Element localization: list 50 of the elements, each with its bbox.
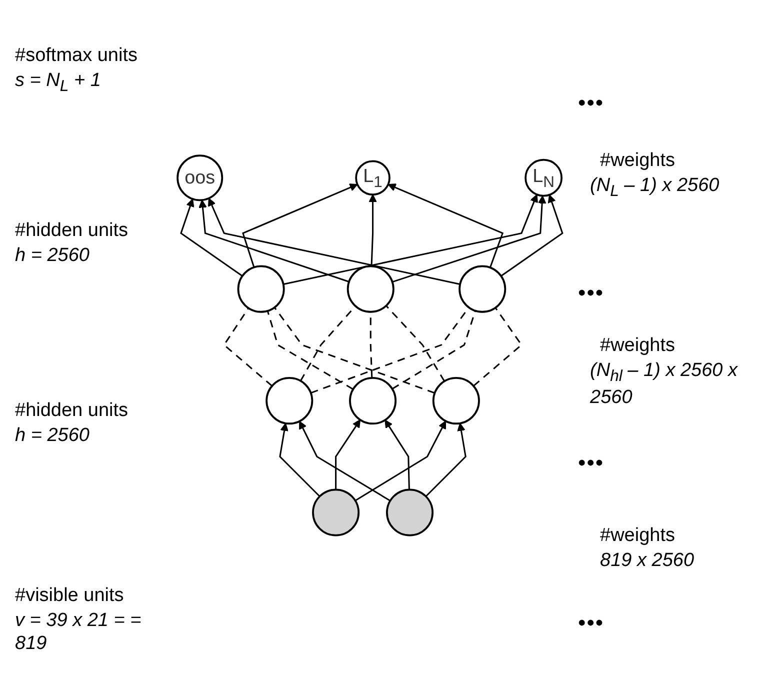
arrow: [384, 419, 410, 490]
layer-caption: #weights: [600, 150, 675, 173]
connector: [266, 310, 354, 390]
layer-formula: (N$_{L}$ – 1) x 2560: [590, 175, 720, 202]
layer-caption: #hidden units: [15, 400, 128, 423]
arrow: [180, 198, 243, 276]
arrow: [283, 194, 538, 285]
ellipsis-mark: •••: [578, 450, 604, 476]
unit-circle: [458, 264, 506, 312]
connector: [473, 306, 522, 386]
output-unit-circle: oos: [176, 154, 224, 201]
connector: [386, 304, 446, 382]
unit-circle: [237, 264, 285, 312]
connector: [274, 306, 435, 394]
layer-caption: #hidden units: [15, 220, 128, 243]
layer-caption: #weights: [600, 335, 675, 358]
layer-formula: v = 39 x 21 = = 819: [15, 610, 142, 656]
arrow: [335, 419, 361, 490]
layer-formula: (N$_{hl}$ – 1) x 2560 x 2560: [590, 360, 739, 410]
arrow: [242, 183, 358, 268]
output-unit-circle: L$_{N}$: [524, 158, 563, 196]
arrow: [354, 420, 446, 501]
arrow: [500, 194, 564, 276]
arrow: [279, 422, 320, 496]
layer-formula: s = N$_{L}$ + 1: [15, 70, 101, 97]
layer-caption: #weights: [600, 525, 675, 548]
layer-caption: #softmax units: [15, 45, 138, 68]
ellipsis-mark: •••: [578, 280, 604, 306]
unit-circle: [266, 376, 314, 424]
arrow: [299, 420, 391, 501]
layer-formula: h = 2560: [15, 425, 90, 448]
layer-caption: #visible units: [15, 585, 124, 608]
arrow: [392, 195, 546, 282]
unit-circle: [346, 264, 394, 312]
unit-circle: [386, 488, 434, 536]
unit-circle: [312, 488, 360, 536]
ellipsis-mark: •••: [578, 90, 604, 116]
connector: [223, 307, 273, 386]
arrow: [425, 422, 466, 496]
layer-formula: h = 2560: [15, 245, 90, 268]
unit-circle: [432, 376, 480, 424]
unit-circle: [349, 376, 397, 424]
arrow: [198, 199, 350, 282]
arrow: [208, 197, 460, 285]
arrow: [388, 183, 504, 268]
connector: [392, 310, 476, 390]
layer-formula: 819 x 2560: [600, 550, 694, 573]
output-unit-circle: L$_{1}$: [355, 160, 390, 196]
ellipsis-mark: •••: [578, 610, 604, 636]
arrow: [368, 194, 377, 266]
